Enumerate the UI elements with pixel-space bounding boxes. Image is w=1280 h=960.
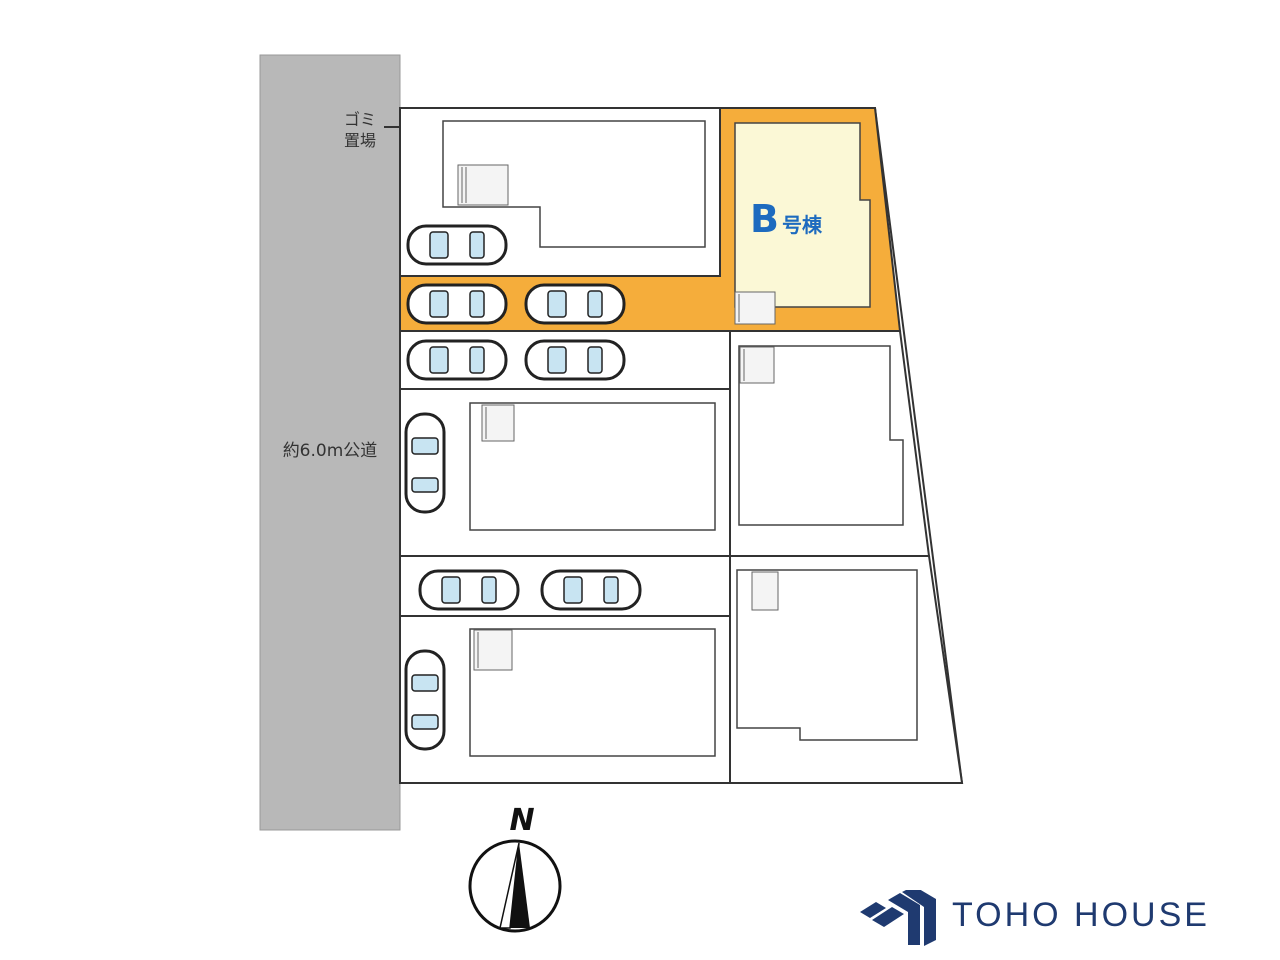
stairs-bottom-left xyxy=(473,629,513,671)
garbage-label-line2: 置場 xyxy=(344,131,376,150)
car xyxy=(418,569,520,611)
public-road xyxy=(259,54,401,831)
house-middle-right xyxy=(738,345,904,526)
road-label: 約6.0m公道 xyxy=(283,441,378,461)
car xyxy=(540,569,642,611)
stairs-b xyxy=(734,291,776,325)
house-top-left xyxy=(442,120,706,248)
stairs-bottom-right xyxy=(751,571,779,611)
car xyxy=(524,339,626,381)
brand-name: TOHO HOUSE xyxy=(952,896,1210,934)
car xyxy=(404,412,446,514)
north-arrow-icon xyxy=(468,839,562,933)
car xyxy=(406,339,508,381)
house-bottom-right xyxy=(736,569,918,741)
car xyxy=(524,283,626,325)
stairs-middle-right xyxy=(739,346,775,384)
unit-b-suffix: 号棟 xyxy=(782,213,823,237)
unit-b-letter: B xyxy=(750,197,779,241)
stairs-middle-left xyxy=(481,404,515,442)
garbage-label-line1: ゴミ xyxy=(344,110,376,129)
car xyxy=(406,283,508,325)
toho-house-logo-icon xyxy=(860,890,936,946)
car xyxy=(404,649,446,751)
north-label: N xyxy=(509,803,534,838)
car xyxy=(406,224,508,266)
